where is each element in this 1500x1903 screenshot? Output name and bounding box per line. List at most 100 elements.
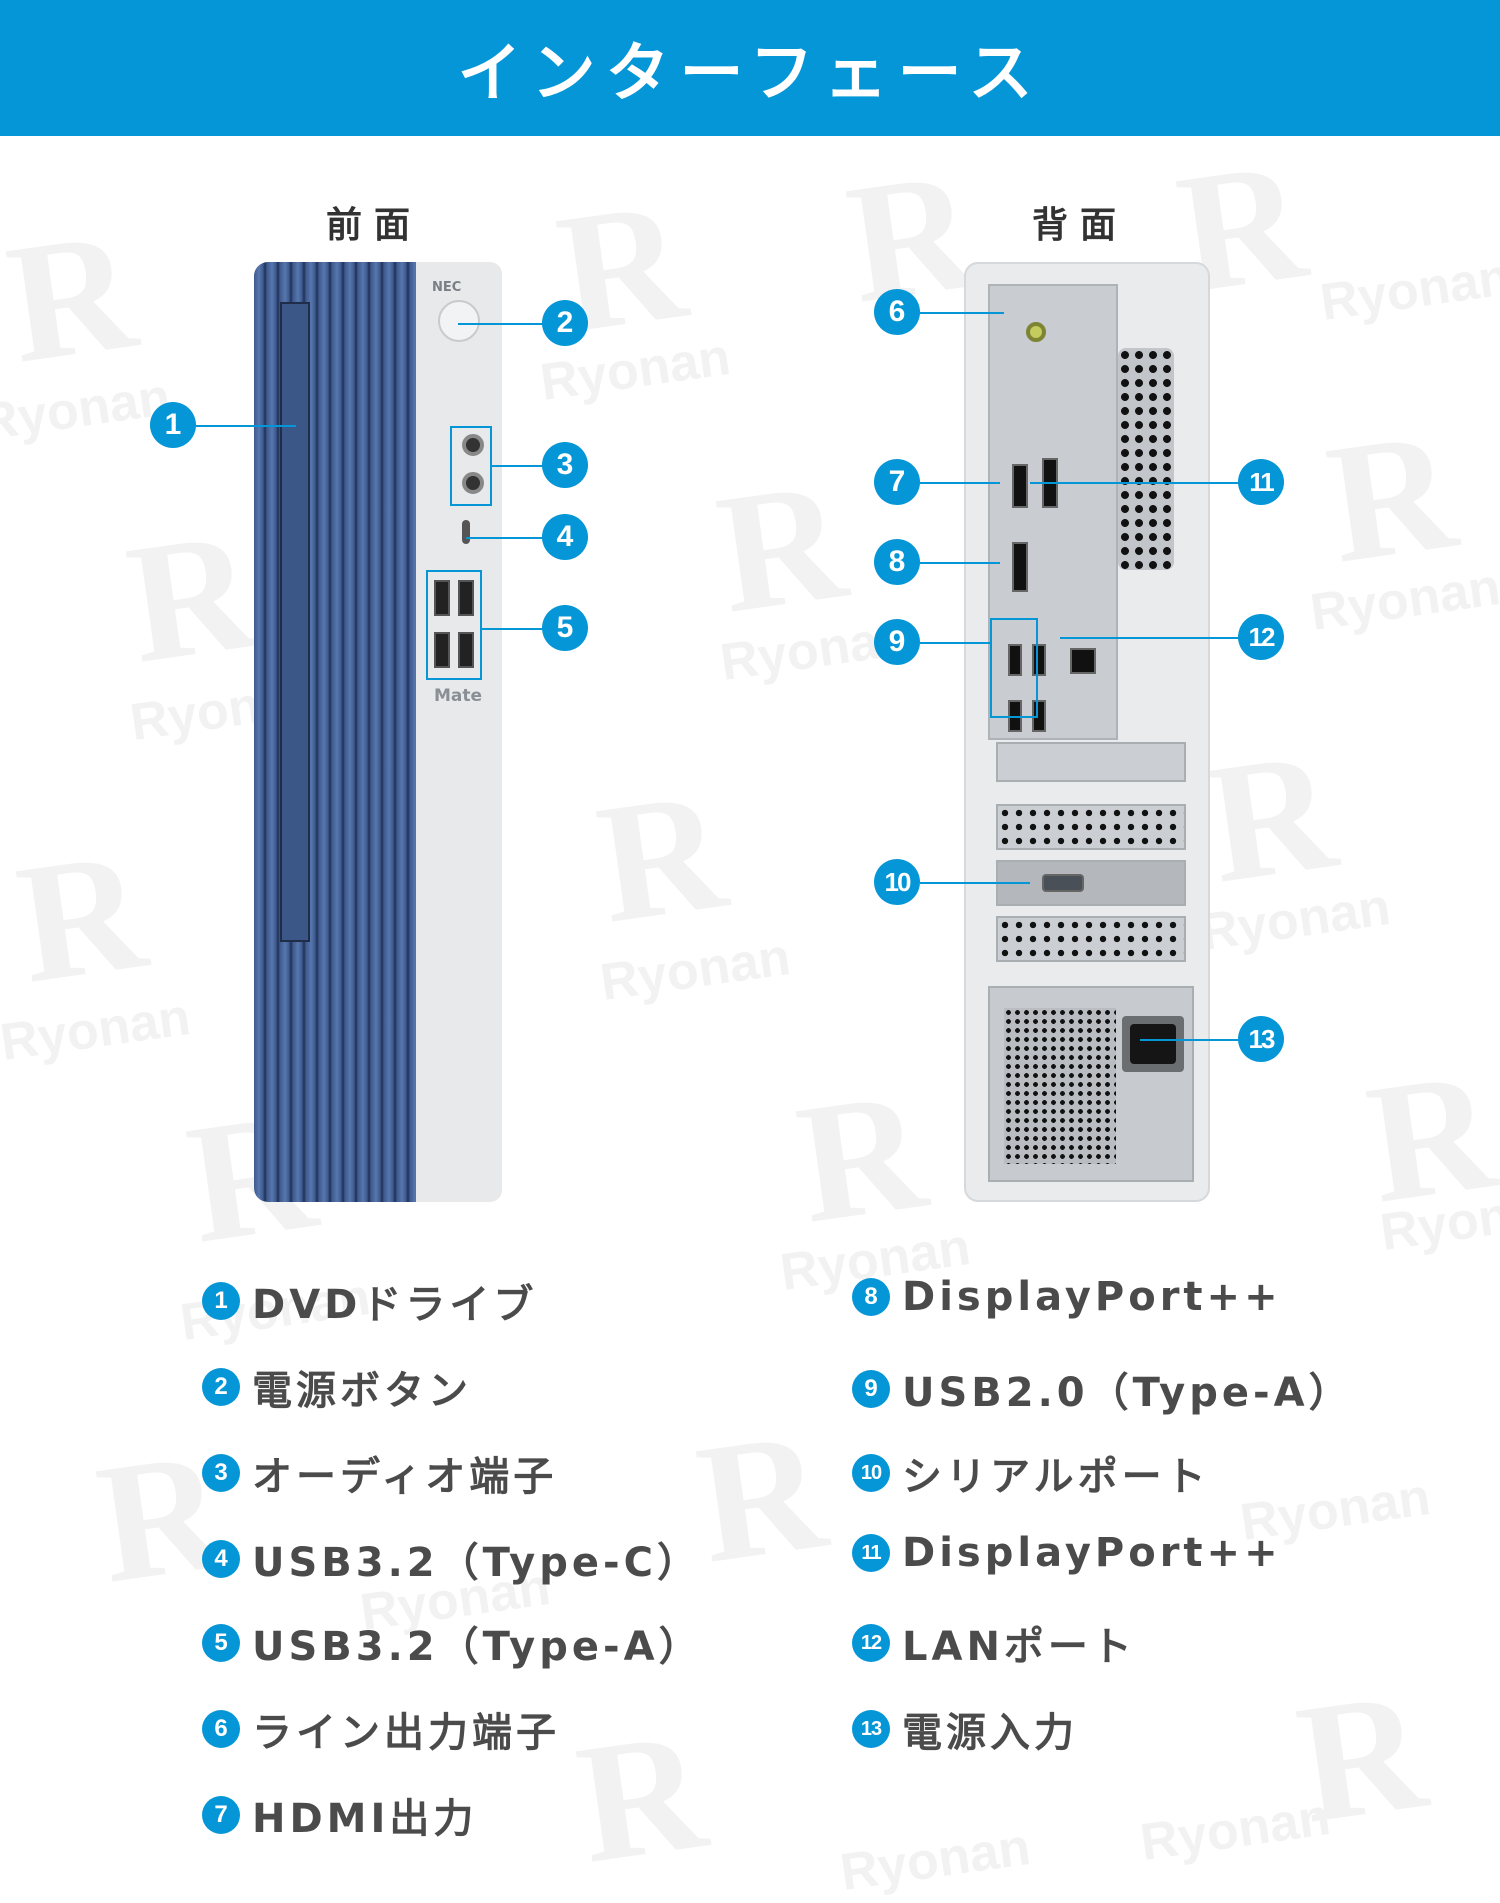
audio-jack-icon	[462, 434, 484, 456]
line-out-jack-icon	[1026, 322, 1046, 342]
legend-number: 6	[202, 1710, 240, 1748]
legend-label: USB3.2（Type-C）	[252, 1540, 701, 1586]
callout-10: 10	[874, 859, 920, 905]
vent-grille	[1118, 348, 1174, 570]
callout-line	[1060, 637, 1250, 639]
audio-jack-icon	[462, 472, 484, 494]
legend-number: 10	[852, 1454, 890, 1492]
watermark-logo: R	[1287, 1655, 1436, 1859]
power-supply	[988, 986, 1194, 1182]
watermark-text: Ryonan	[1316, 248, 1500, 332]
page-header: インターフェース	[0, 0, 1500, 136]
legend-label: DisplayPort++	[902, 1274, 1282, 1320]
callout-line	[1140, 1039, 1250, 1041]
watermark-logo: R	[1317, 395, 1466, 599]
usb-highlight-box	[990, 618, 1038, 718]
callout-1: 1	[150, 402, 196, 448]
legend-number: 2	[202, 1368, 240, 1406]
callout-3: 3	[542, 442, 588, 488]
callout-8: 8	[874, 539, 920, 585]
callout-line	[1030, 482, 1250, 484]
callout-line	[920, 312, 1004, 314]
watermark-logo: R	[707, 445, 856, 649]
model-logo: Mate	[434, 686, 483, 706]
legend-item: 13 電源入力	[852, 1700, 1078, 1758]
callout-2: 2	[542, 300, 588, 346]
displayport-icon	[1012, 542, 1028, 592]
legend-number: 13	[852, 1710, 890, 1748]
usb-a-port-icon	[434, 632, 450, 668]
legend-item: 3 オーディオ端子	[202, 1444, 557, 1502]
callout-5: 5	[542, 605, 588, 651]
watermark-logo: R	[567, 1695, 716, 1899]
callout-line	[458, 323, 548, 325]
legend-number: 9	[852, 1370, 890, 1408]
legend-label: DVDドライブ	[252, 1282, 538, 1328]
watermark-logo: R	[587, 755, 736, 959]
watermark-text: Ryonan	[1306, 558, 1500, 642]
legend-number: 3	[202, 1454, 240, 1492]
watermark-logo: R	[0, 195, 146, 399]
legend-item: 8 DisplayPort++	[852, 1274, 1282, 1320]
legend-item: 5 USB3.2（Type-A）	[202, 1614, 703, 1672]
serial-port-icon	[1042, 874, 1084, 892]
watermark-text: Ryonan	[0, 988, 194, 1072]
front-label: 前面	[326, 205, 423, 246]
watermark-logo: R	[1357, 1035, 1500, 1239]
callout-11: 11	[1238, 459, 1284, 505]
legend-item: 7 HDMI出力	[202, 1786, 477, 1844]
watermark-text: Ryonan	[1136, 1788, 1334, 1872]
legend-number: 12	[852, 1624, 890, 1662]
pc-front-image: NEC Mate	[254, 262, 502, 1202]
legend-number: 8	[852, 1278, 890, 1316]
usb-a-port-icon	[458, 580, 474, 616]
back-label: 背面	[1032, 205, 1129, 246]
watermark-logo: R	[7, 815, 156, 1019]
usb-highlight-box	[426, 570, 482, 680]
legend-item: 4 USB3.2（Type-C）	[202, 1530, 701, 1588]
usb-a-port-icon	[1032, 644, 1046, 676]
legend-item: 9 USB2.0（Type-A）	[852, 1360, 1353, 1418]
legend-number: 7	[202, 1796, 240, 1834]
legend-number: 11	[852, 1534, 890, 1572]
callout-line	[920, 562, 1000, 564]
legend-item: 2 電源ボタン	[202, 1358, 472, 1416]
watermark-logo: R	[687, 1395, 836, 1599]
legend-item: 10 シリアルポート	[852, 1444, 1210, 1502]
brand-logo: NEC	[432, 280, 462, 295]
usb-a-port-icon	[1008, 644, 1022, 676]
legend-label: USB3.2（Type-A）	[252, 1624, 703, 1670]
expansion-slot	[996, 916, 1186, 962]
psu-grille	[1004, 1008, 1116, 1164]
legend-label: オーディオ端子	[252, 1454, 558, 1500]
legend-number: 1	[202, 1282, 240, 1320]
legend-label: ライン出力端子	[252, 1710, 560, 1756]
lan-port-icon	[1070, 648, 1096, 674]
legend-label: 電源ボタン	[252, 1368, 472, 1414]
watermark-text: Ryonan	[0, 368, 174, 452]
io-panel	[988, 284, 1118, 740]
legend-number: 5	[202, 1624, 240, 1662]
usb-a-port-icon	[458, 632, 474, 668]
pc-back-image	[964, 262, 1210, 1202]
usb-c-port-icon	[462, 520, 470, 544]
legend-label: USB2.0（Type-A）	[902, 1370, 1353, 1416]
watermark-text: Ryonan	[836, 1818, 1034, 1902]
audio-highlight-box	[450, 426, 492, 506]
front-white-panel	[416, 262, 502, 1202]
legend-label: HDMI出力	[252, 1796, 478, 1842]
callout-line	[196, 425, 296, 427]
legend-item: 1 DVDドライブ	[202, 1272, 537, 1330]
callout-line	[920, 642, 990, 644]
watermark-logo: R	[1197, 715, 1346, 919]
legend-item: 12 LANポート	[852, 1614, 1136, 1672]
front-blue-panel	[254, 262, 416, 1202]
dvd-drive-bay	[280, 302, 310, 942]
expansion-slot	[996, 742, 1186, 782]
callout-line	[492, 465, 548, 467]
watermark-text: Ryonan	[596, 928, 794, 1012]
page-title: インターフェース	[457, 37, 1043, 111]
callout-4: 4	[542, 514, 588, 560]
usb-a-port-icon	[434, 580, 450, 616]
callout-7: 7	[874, 459, 920, 505]
